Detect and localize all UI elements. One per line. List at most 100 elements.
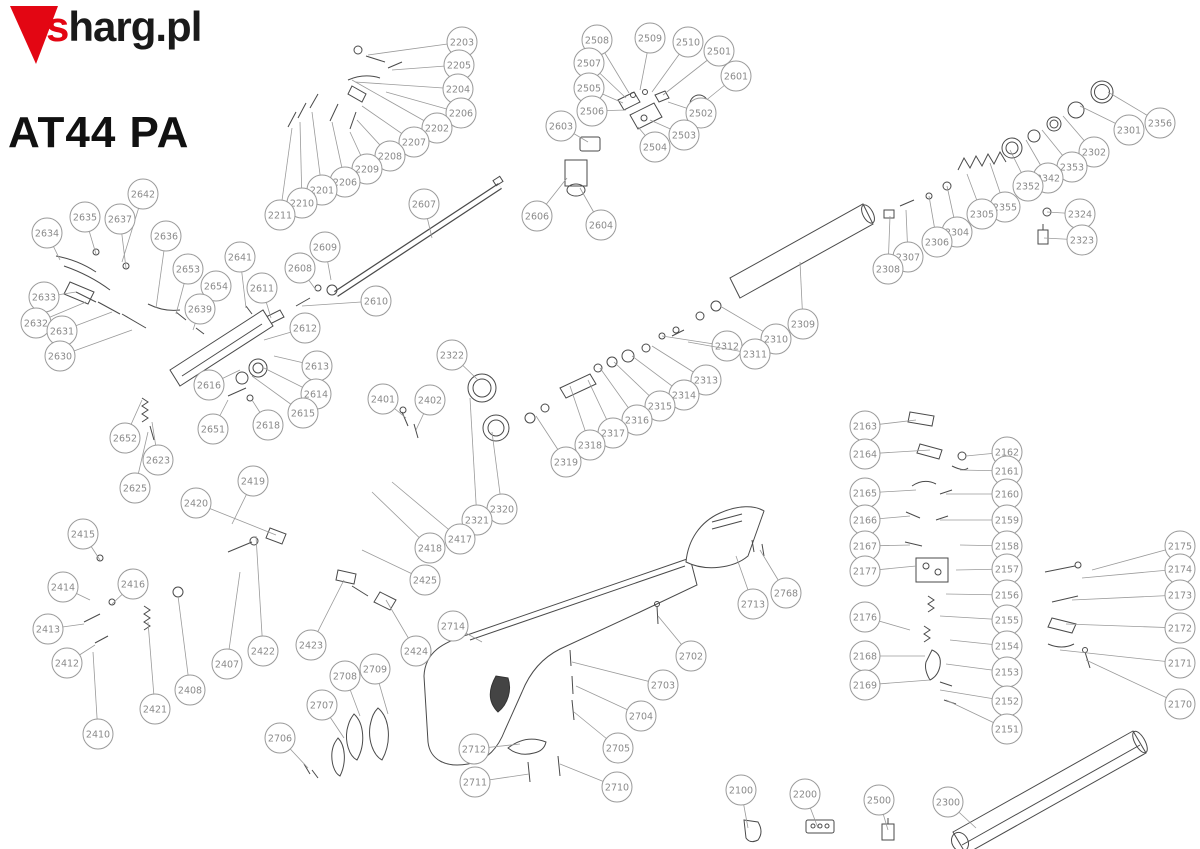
part-callout-2168[interactable] [849, 640, 881, 672]
part-callout-2714[interactable] [437, 610, 469, 642]
part-callout-2501[interactable] [703, 35, 735, 67]
part-callout-2425[interactable] [409, 564, 441, 596]
part-callout-2618[interactable] [252, 409, 284, 441]
part-callout-2642[interactable] [127, 178, 159, 210]
part-callout-2615[interactable] [287, 397, 319, 429]
part-callout-2172[interactable] [1164, 612, 1196, 644]
part-callout-2302[interactable] [1078, 136, 1110, 168]
part-callout-2634[interactable] [31, 217, 63, 249]
part-callout-2173[interactable] [1164, 579, 1196, 611]
part-callout-2712[interactable] [458, 733, 490, 765]
part-callout-2324[interactable] [1064, 198, 1096, 230]
part-callout-2171[interactable] [1164, 647, 1196, 679]
part-callout-2603[interactable] [545, 110, 577, 142]
part-callout-2625[interactable] [119, 472, 151, 504]
part-callout-2510[interactable] [672, 26, 704, 58]
part-callout-2416[interactable] [117, 568, 149, 600]
part-callout-2606[interactable] [521, 200, 553, 232]
part-callout-2211[interactable] [264, 199, 296, 231]
part-callout-2300[interactable] [932, 786, 964, 818]
part-callout-2706[interactable] [264, 722, 296, 754]
brand-logo[interactable]: sharg.pl [8, 3, 202, 66]
part-callout-2710[interactable] [601, 771, 633, 803]
part-callout-2206[interactable] [445, 97, 477, 129]
part-callout-2705[interactable] [602, 732, 634, 764]
part-callout-2506[interactable] [576, 95, 608, 127]
part-callout-2313[interactable] [690, 364, 722, 396]
part-callout-2415[interactable] [67, 518, 99, 550]
part-callout-2616[interactable] [193, 369, 225, 401]
part-callout-2653[interactable] [172, 253, 204, 285]
part-callout-2322[interactable] [436, 339, 468, 371]
part-callout-2319[interactable] [550, 446, 582, 478]
part-callout-2308[interactable] [872, 253, 904, 285]
part-callout-2414[interactable] [47, 571, 79, 603]
part-callout-2169[interactable] [849, 669, 881, 701]
part-callout-2407[interactable] [211, 648, 243, 680]
part-callout-2419[interactable] [237, 465, 269, 497]
part-callout-2630[interactable] [44, 340, 76, 372]
part-callout-2635[interactable] [69, 201, 101, 233]
part-callout-2401[interactable] [367, 383, 399, 415]
part-callout-2402[interactable] [414, 384, 446, 416]
part-callout-2356[interactable] [1144, 107, 1176, 139]
part-callout-2607[interactable] [408, 188, 440, 220]
part-callout-2708[interactable] [329, 660, 361, 692]
part-callout-2301[interactable] [1113, 114, 1145, 146]
part-callout-2163[interactable] [849, 410, 881, 442]
part-callout-2420[interactable] [180, 487, 212, 519]
part-callout-2423[interactable] [295, 629, 327, 661]
part-callout-2315[interactable] [644, 390, 676, 422]
part-callout-2709[interactable] [359, 653, 391, 685]
part-callout-2703[interactable] [647, 669, 679, 701]
part-callout-2636[interactable] [150, 220, 182, 252]
part-callout-2609[interactable] [309, 231, 341, 263]
part-callout-2151[interactable] [991, 713, 1023, 745]
part-callout-2311[interactable] [739, 338, 771, 370]
part-callout-2306[interactable] [921, 226, 953, 258]
part-callout-2170[interactable] [1164, 688, 1196, 720]
part-callout-2422[interactable] [247, 635, 279, 667]
part-callout-2200[interactable] [789, 778, 821, 810]
part-callout-2633[interactable] [28, 281, 60, 313]
part-callout-2312[interactable] [711, 330, 743, 362]
part-callout-2165[interactable] [849, 477, 881, 509]
part-callout-2652[interactable] [109, 422, 141, 454]
part-callout-2702[interactable] [675, 640, 707, 672]
part-callout-2305[interactable] [966, 198, 998, 230]
part-callout-2502[interactable] [685, 97, 717, 129]
part-callout-2604[interactable] [585, 209, 617, 241]
part-callout-2309[interactable] [787, 308, 819, 340]
part-callout-2610[interactable] [360, 285, 392, 317]
part-callout-2704[interactable] [625, 700, 657, 732]
part-callout-2410[interactable] [82, 718, 114, 750]
part-callout-2424[interactable] [400, 635, 432, 667]
part-callout-2651[interactable] [197, 413, 229, 445]
part-callout-2608[interactable] [284, 252, 316, 284]
part-callout-2412[interactable] [51, 647, 83, 679]
part-callout-2408[interactable] [174, 674, 206, 706]
part-callout-2612[interactable] [289, 312, 321, 344]
part-callout-2176[interactable] [849, 601, 881, 633]
part-callout-2601[interactable] [720, 60, 752, 92]
part-callout-2352[interactable] [1012, 170, 1044, 202]
part-callout-2623[interactable] [142, 444, 174, 476]
part-callout-2417[interactable] [444, 523, 476, 555]
part-callout-2768[interactable] [770, 577, 802, 609]
part-callout-2318[interactable] [574, 429, 606, 461]
part-callout-2641[interactable] [224, 241, 256, 273]
part-callout-2413[interactable] [32, 613, 64, 645]
part-callout-2323[interactable] [1066, 224, 1098, 256]
part-callout-2202[interactable] [421, 112, 453, 144]
part-callout-2504[interactable] [639, 131, 671, 163]
part-callout-2152[interactable] [991, 685, 1023, 717]
part-callout-2632[interactable] [20, 307, 52, 339]
part-callout-2639[interactable] [184, 293, 216, 325]
part-callout-2707[interactable] [306, 689, 338, 721]
part-callout-2637[interactable] [104, 203, 136, 235]
part-callout-2611[interactable] [246, 272, 278, 304]
part-callout-2509[interactable] [634, 22, 666, 54]
part-callout-2421[interactable] [139, 693, 171, 725]
part-callout-2654[interactable] [200, 270, 232, 302]
part-callout-2613[interactable] [301, 350, 333, 382]
